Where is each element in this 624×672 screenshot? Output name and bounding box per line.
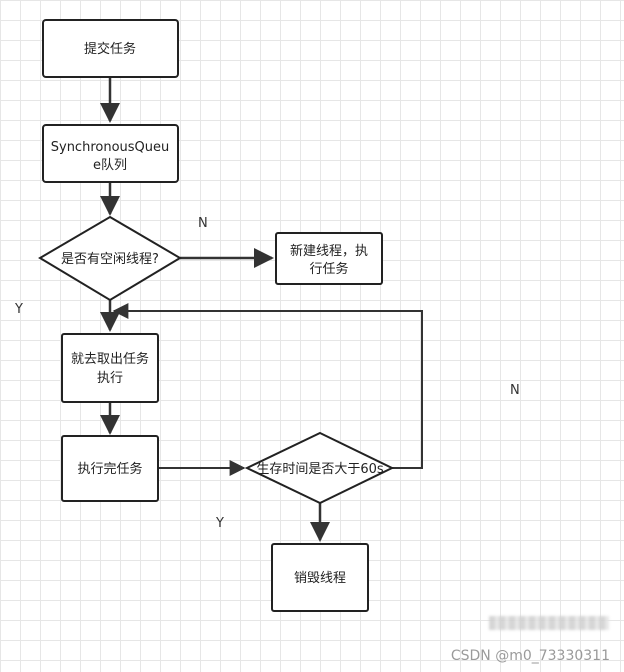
csdn-watermark: CSDN @m0_73330311 — [450, 648, 610, 664]
node-synchronous-queue-label-line2: e队列 — [93, 158, 127, 173]
node-task-done: 执行完任务 — [61, 435, 159, 502]
node-synchronous-queue-label-line1: SynchronousQueu — [51, 140, 170, 155]
label-time-no: N — [510, 383, 520, 398]
node-new-thread-label-line1: 新建线程，执 — [290, 243, 368, 259]
blurred-watermark — [489, 616, 609, 630]
node-fetch-task-label-line2: 执行 — [97, 371, 123, 386]
node-new-thread-label-line2: 行任务 — [309, 261, 348, 277]
node-destroy-thread-label: 销毁线程 — [294, 571, 346, 586]
node-synchronous-queue: SynchronousQueu e队列 — [42, 124, 179, 183]
node-fetch-task-label-line1: 就去取出任务 — [71, 351, 149, 367]
node-decision-lifetime: 生存时间是否大于60s — [244, 431, 395, 505]
node-submit-task-label: 提交任务 — [84, 41, 136, 57]
node-new-thread: 新建线程，执 行任务 — [275, 232, 383, 285]
node-destroy-thread: 销毁线程 — [271, 543, 369, 612]
edge-time-no-loop — [112, 303, 423, 469]
node-decision-idle-thread: 是否有空闲线程? — [38, 215, 182, 302]
label-idle-no: N — [198, 216, 208, 231]
node-fetch-task: 就去取出任务 执行 — [61, 333, 159, 403]
node-decision-lifetime-label: 生存时间是否大于60s — [256, 462, 384, 477]
node-task-done-label: 执行完任务 — [77, 461, 142, 477]
node-decision-idle-thread-label: 是否有空闲线程? — [61, 252, 159, 267]
label-idle-yes: Y — [14, 302, 23, 317]
node-submit-task: 提交任务 — [42, 19, 179, 78]
label-time-yes: Y — [215, 516, 224, 531]
